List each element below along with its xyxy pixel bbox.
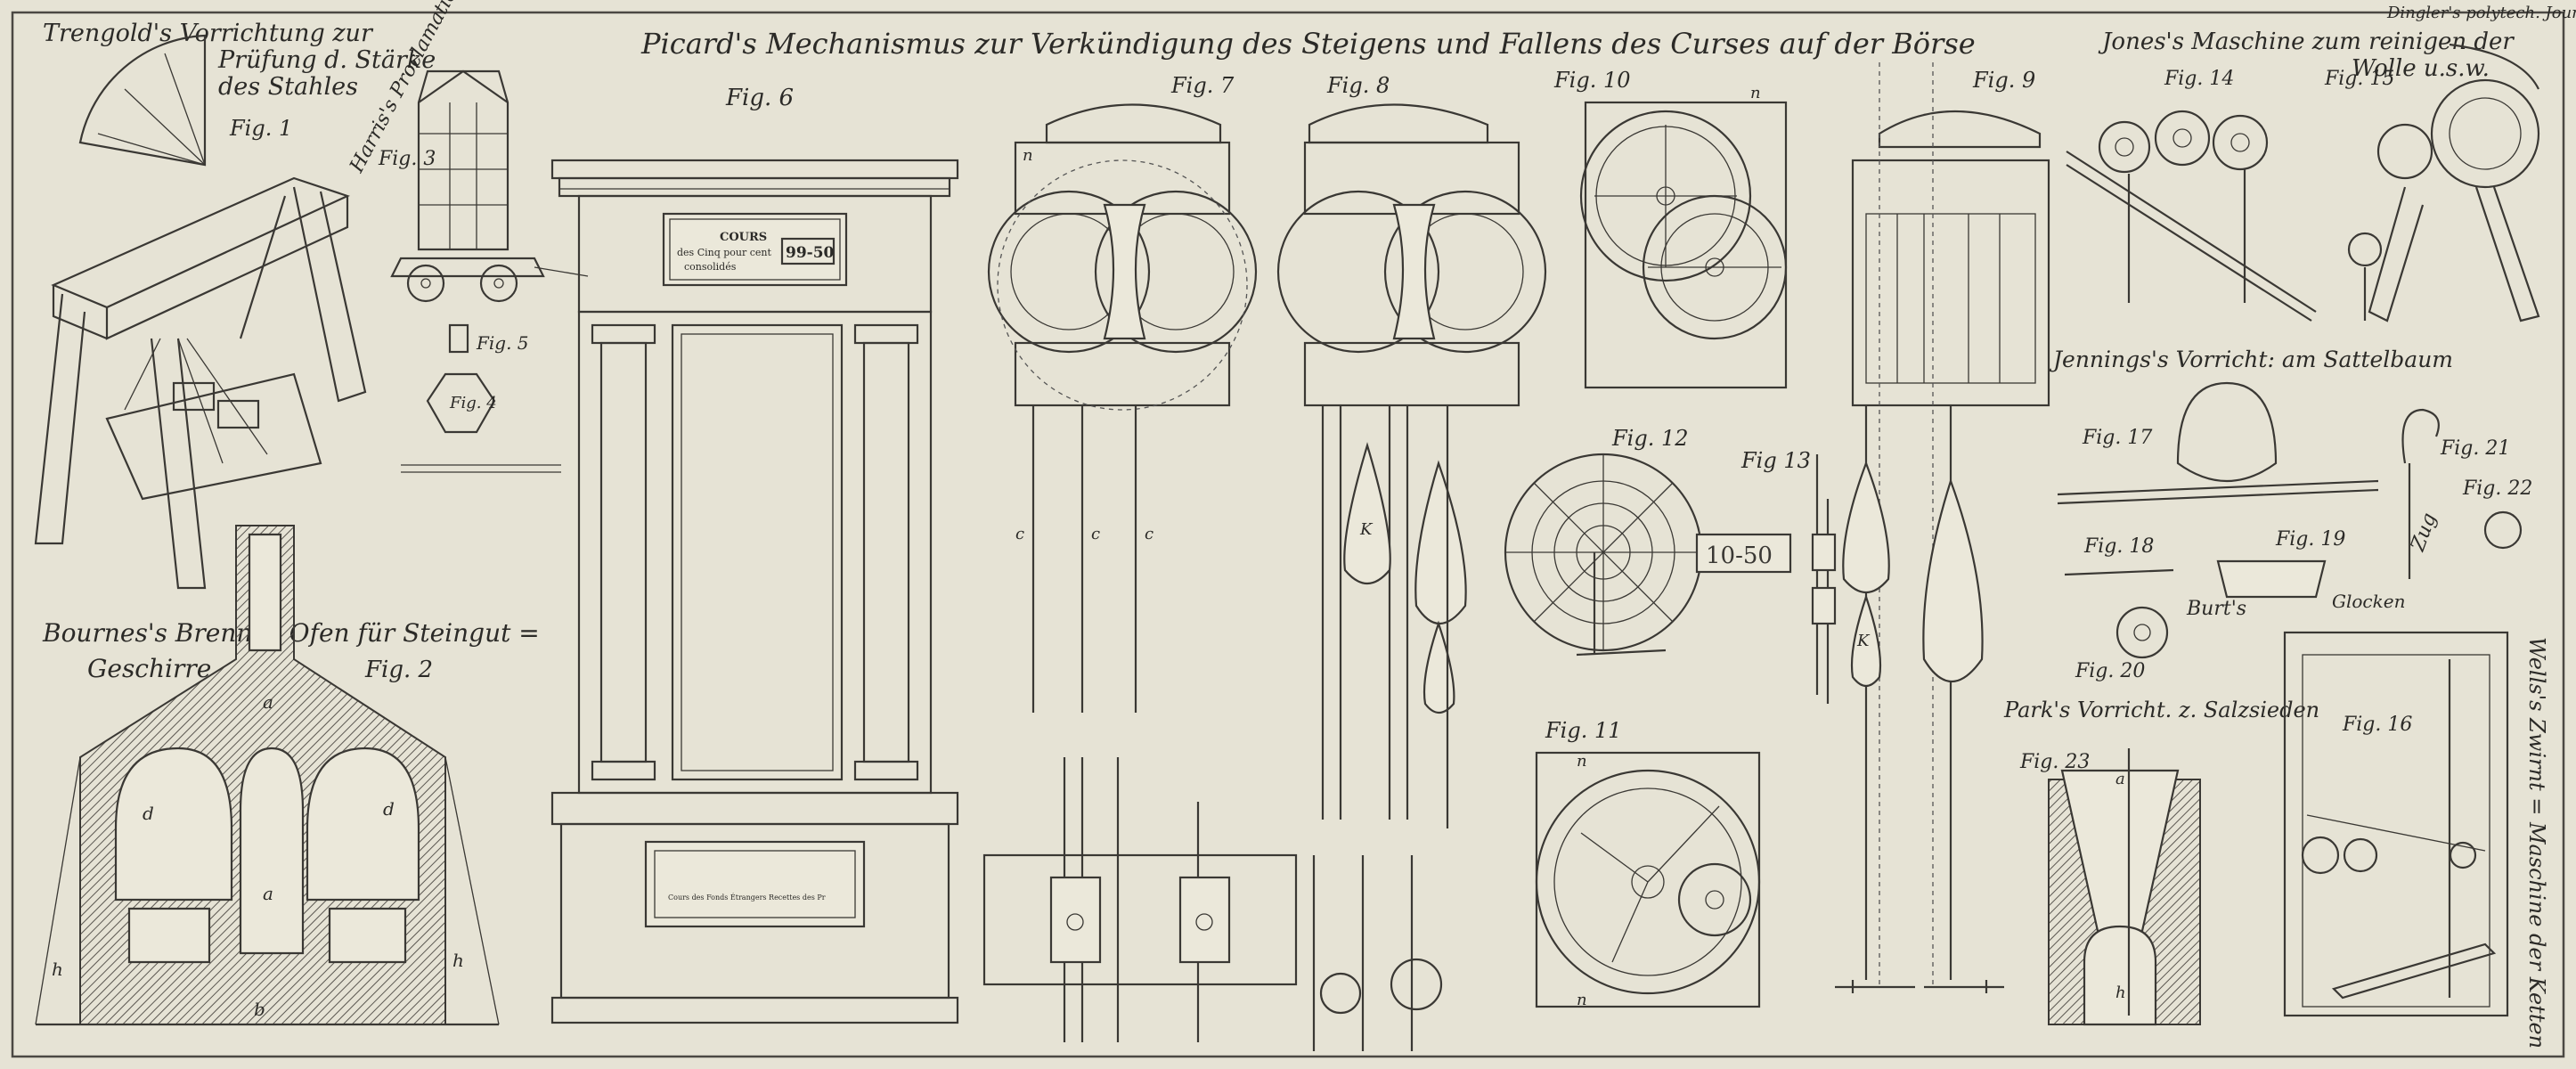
dial-value: 10-50 — [1706, 543, 1773, 569]
figure-7-detail — [982, 757, 1298, 1042]
zug-label: Zug — [2407, 510, 2441, 555]
fig7-label-c-3: c — [1145, 525, 1153, 543]
fig14-label: Fig. 14 — [2164, 68, 2234, 90]
fig15-label: Fig. 15 — [2324, 68, 2394, 90]
fig10-label: Fig. 10 — [1553, 68, 1631, 93]
fig2-label: Fig. 2 — [364, 657, 433, 683]
cours-title: COURS — [720, 231, 767, 244]
jones-caption-2: Wolle u.s.w. — [2352, 55, 2490, 82]
figure-17-22-jennings: Jennings's Vorricht: am Sattelbaum Fig. … — [2049, 347, 2532, 682]
fig11-label: Fig. 11 — [1545, 718, 1622, 743]
figure-11-wheel: Fig. 11 n n — [1535, 718, 1761, 1009]
figure-7-mechanism: Fig. 7 c c c n — [987, 73, 1258, 713]
jones-caption-1: Jones's Maschine zum reinigen der — [2098, 29, 2515, 55]
fig22-label: Fig. 22 — [2462, 477, 2532, 500]
figure-12-dial: Fig. 12 10-50 — [1504, 426, 1792, 657]
kiln-label-a-top: a — [263, 691, 273, 713]
fig7-label-n: n — [1023, 146, 1033, 165]
main-title: Picard's Mechanismus zur Verkündigung de… — [640, 27, 1976, 61]
fig6-label: Fig. 6 — [725, 85, 794, 111]
cours-line2: des Cinq pour cent — [677, 247, 772, 258]
base-plaque — [644, 840, 866, 928]
fig11-label-n-top: n — [1577, 752, 1587, 771]
figure-9-mechanism: Fig. 9 K — [1835, 62, 2050, 993]
fig9-label: Fig. 9 — [1972, 68, 2035, 93]
fig5-label: Fig. 5 — [476, 332, 529, 354]
fig4-label: Fig. 4 — [449, 394, 497, 412]
fig7-label-c-1: c — [1015, 525, 1024, 543]
fig21-label: Fig. 21 — [2440, 437, 2510, 460]
fig20-label: Fig. 20 — [2075, 660, 2145, 682]
trengold-caption-2: Prüfung d. Stärke — [217, 46, 436, 74]
fig11-label-n-bottom: n — [1577, 991, 1587, 1009]
fig1-label: Fig. 1 — [229, 116, 292, 141]
fig10-label-n: n — [1750, 84, 1761, 102]
fig18-label: Fig. 18 — [2083, 535, 2154, 558]
figure-10-wheelwork: Fig. 10 n — [1553, 68, 1788, 389]
fig23-label: Fig. 23 — [2019, 751, 2090, 773]
kiln-label-d-right: d — [383, 798, 395, 820]
figure-6-picard-board: Fig. 6 COURS des Cinq pour cent consolid… — [550, 85, 959, 1024]
fig7-label-c-2: c — [1091, 525, 1100, 543]
fig8-weight-K: K — [1359, 520, 1374, 539]
trengold-caption-3: des Stahles — [218, 73, 358, 101]
glocken-label: Glocken — [2332, 591, 2405, 612]
kiln-label-h-right: h — [452, 950, 464, 971]
figure-23-park: Park's Vorricht. z. Salzsieden Fig. 23 a… — [2003, 698, 2319, 1026]
fig12-label: Fig. 12 — [1611, 426, 1689, 451]
figure-14-15-jones: Jones's Maschine zum reinigen der Wolle … — [2066, 29, 2540, 322]
bourne-caption-2: Geschirre — [87, 654, 211, 683]
journal-header: Dingler's polytech. Journal Bd. XVII, T.… — [2386, 4, 2576, 22]
cours-panel — [662, 212, 848, 287]
fig19-label: Fig. 19 — [2275, 528, 2345, 551]
fig16-label: Fig. 16 — [2342, 714, 2412, 736]
wells-caption: Wells's Zwirnt = Maschine der Ketten — [2524, 637, 2549, 1049]
park-caption: Park's Vorricht. z. Salzsieden — [2003, 698, 2319, 722]
kiln-label-h-left: h — [52, 959, 63, 980]
fig17-label: Fig. 17 — [2082, 427, 2152, 449]
fig13-label: Fig 13 — [1740, 448, 1811, 473]
kiln-label-a-mid: a — [263, 883, 273, 904]
kiln-label-b: b — [254, 999, 265, 1020]
cours-line3: consolidés — [684, 261, 737, 273]
figure-13-detail: Fig 13 — [1740, 448, 1837, 704]
figure-2-bourne-kiln: Bournes's Brenn = Ofen für Steingut = Ge… — [35, 525, 540, 1026]
fig3-label: Fig. 3 — [378, 148, 436, 170]
cours-value: 99-50 — [786, 244, 835, 262]
dial-window — [1695, 533, 1792, 574]
fig8-label: Fig. 8 — [1326, 73, 1390, 98]
base-plaque-text: Cours des Fonds Étrangers Recettes des P… — [668, 894, 826, 902]
park-label-a: a — [2115, 770, 2125, 788]
kiln-label-d-left: d — [143, 803, 154, 824]
fig9-weight-K: K — [1856, 632, 1871, 650]
plate-border — [11, 11, 2565, 1058]
figure-1-trengold: Trengold's Vorrichtung zur Prüfung d. St… — [34, 20, 436, 590]
fig7-label: Fig. 7 — [1170, 73, 1235, 98]
park-label-h: h — [2115, 983, 2126, 1002]
trengold-caption-1: Trengold's Vorrichtung zur — [43, 20, 374, 47]
burt-label: Burt's — [2186, 598, 2246, 620]
jennings-caption: Jennings's Vorricht: am Sattelbaum — [2049, 347, 2453, 372]
figure-16-wells: Fig. 16 Wells's Zwirnt = Maschine der Ke… — [2283, 631, 2549, 1049]
figure-8-mechanism: Fig. 8 K — [1276, 73, 1547, 1051]
